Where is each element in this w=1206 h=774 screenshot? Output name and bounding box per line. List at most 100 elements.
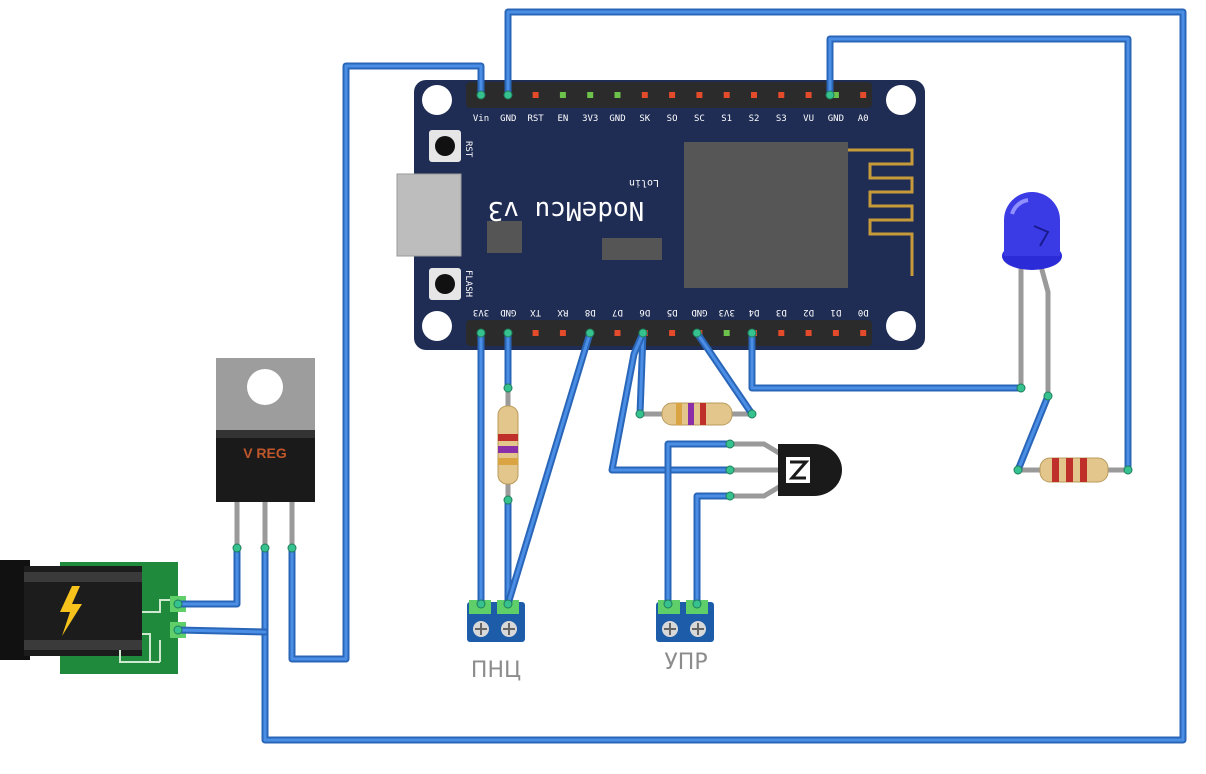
antenna-trace [848, 148, 914, 276]
connection-node [503, 90, 513, 100]
pin-label-en: EN [557, 114, 568, 124]
resistor-d6 [637, 402, 755, 426]
pin-label-d8: D8 [585, 307, 596, 317]
connection-node [476, 328, 486, 338]
wires [174, 8, 1187, 744]
pin-s1 [723, 92, 730, 98]
pin-label-s2: S2 [749, 114, 760, 124]
pin-label-gnd: GND [500, 114, 516, 124]
regulator-label: V REG [243, 445, 287, 461]
connection-node [1016, 383, 1026, 393]
terminal-label-pnc: ПНЦ [471, 658, 521, 683]
mounting-hole [422, 311, 452, 341]
pin-s3 [778, 92, 785, 98]
wire-highlight-10 [695, 331, 754, 416]
pin-label-d7: D7 [612, 307, 623, 317]
pin-label-d5: D5 [667, 307, 678, 317]
connection-node [476, 90, 486, 100]
wire-highlight-16 [176, 628, 267, 634]
wire-highlight-14 [695, 494, 732, 606]
connection-node [725, 465, 735, 475]
connection-node [747, 409, 757, 419]
connection-node [638, 328, 648, 338]
connection-node [287, 543, 297, 553]
connection-node [747, 328, 757, 338]
pin-label-3v3: 3V3 [582, 114, 598, 124]
connection-node [232, 543, 242, 553]
connection-node [503, 383, 513, 393]
connection-node [692, 599, 702, 609]
pin-label-rx: RX [557, 307, 568, 317]
connection-node [503, 599, 513, 609]
wire-highlight-7 [506, 331, 592, 606]
wire-nodes [173, 90, 1133, 635]
terminal-block-upr: УПР [656, 600, 714, 675]
pin-so [669, 92, 676, 98]
mounting-hole [886, 311, 916, 341]
pin-label-d0: D0 [858, 307, 869, 317]
connection-node [692, 328, 702, 338]
pin-label-3v3: 3V3 [473, 307, 489, 317]
chip [487, 221, 522, 253]
pin-label-gnd: GND [609, 114, 625, 124]
chip [602, 238, 662, 260]
pin-d3 [778, 330, 785, 336]
mounting-hole [886, 85, 916, 115]
pin-rx [559, 330, 566, 336]
connection-node [260, 543, 270, 553]
pin-s2 [751, 92, 757, 98]
pin-label-d4: D4 [749, 307, 760, 317]
terminal-block-pnc: ПНЦ [467, 600, 525, 683]
pin-label-vin: Vin [473, 114, 489, 124]
pin-d2 [805, 330, 812, 336]
resistor-vertical [497, 385, 519, 503]
rst-label: RST [463, 141, 473, 158]
pin-label-sk: SK [639, 114, 650, 124]
pin-label-gnd: GND [500, 307, 516, 317]
wire-highlight-13 [666, 442, 732, 606]
wire-15 [174, 544, 241, 608]
pin-gnd [832, 92, 839, 98]
pin-d0 [860, 330, 867, 336]
led-icon [1002, 192, 1062, 399]
connection-node [663, 599, 673, 609]
pin-label-so: SO [667, 114, 678, 124]
pin-d5 [669, 330, 676, 336]
pin-a0 [860, 92, 867, 98]
pin-3v3 [587, 92, 594, 98]
pin-label-rst: RST [527, 114, 544, 124]
wire-14 [693, 492, 734, 608]
wire-highlight-15 [176, 546, 239, 606]
power-jack [0, 560, 186, 674]
pin-label-gnd: GND [828, 114, 844, 124]
pin-label-d2: D2 [803, 307, 814, 317]
connection-node [503, 495, 513, 505]
wire-highlight-2 [263, 10, 1185, 742]
connection-node [1013, 465, 1023, 475]
connection-node [725, 439, 735, 449]
wire-highlight-11 [750, 331, 1023, 390]
terminal-label-upr: УПР [664, 650, 707, 675]
pin-label-d1: D1 [830, 307, 841, 317]
connection-node [173, 599, 183, 609]
pin-label-a0: A0 [858, 114, 869, 124]
pin-3v3 [723, 330, 730, 336]
mounting-hole [422, 85, 452, 115]
pin-sc [696, 92, 703, 98]
pin-label-tx: TX [530, 307, 541, 317]
connection-node [635, 409, 645, 419]
usb-connector [396, 173, 462, 257]
wire-highlight-3 [828, 37, 1130, 472]
transistor-icon [730, 441, 842, 499]
pin-label-d3: D3 [776, 307, 787, 317]
lightning-icon [60, 586, 82, 636]
pin-d7 [614, 330, 621, 336]
wire-highlight-8 [638, 331, 645, 416]
connection-node [476, 599, 486, 609]
board-brand: Lolin [629, 177, 659, 188]
connection-node [1043, 391, 1053, 401]
wire-highlight-1 [290, 64, 483, 661]
